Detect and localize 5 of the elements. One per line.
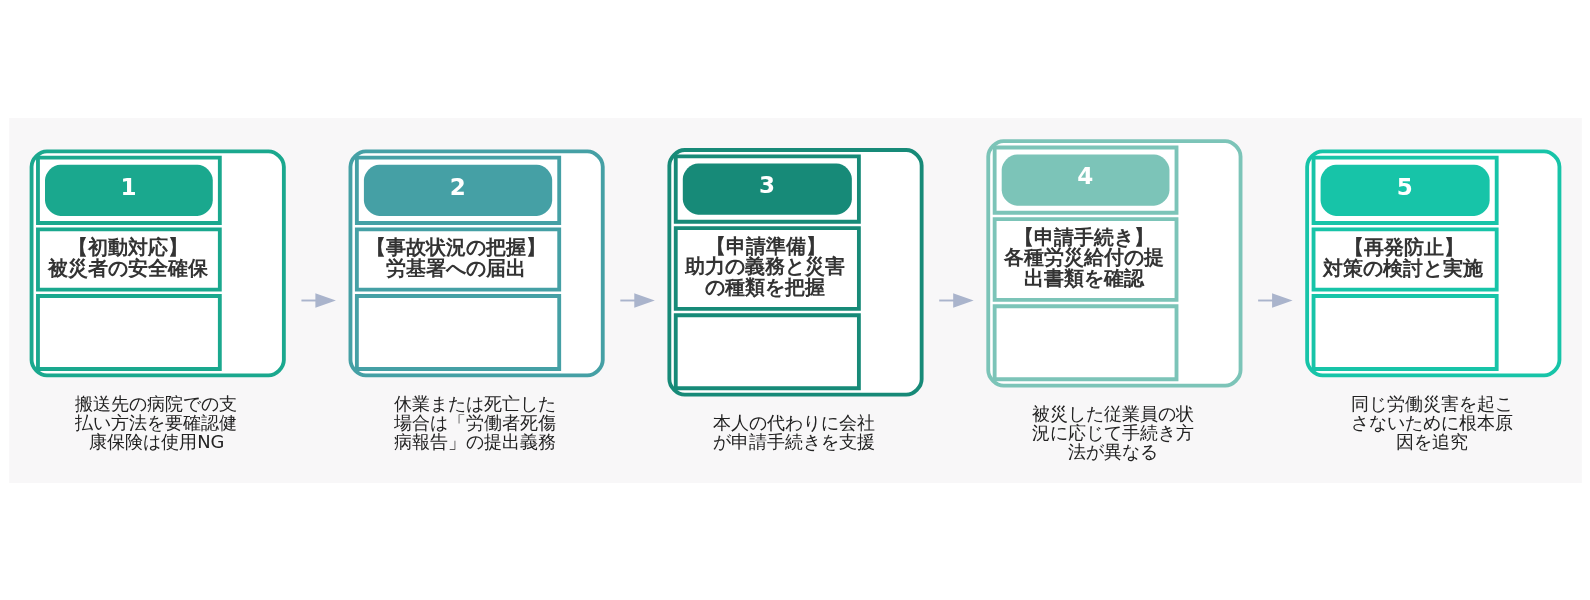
- node-label: 休業または死亡した場合は「労働者死傷病報告」の提出義務: [393, 392, 556, 452]
- node-label: 被災した従業員の状況に応じて手続き方法が異なる: [1031, 402, 1194, 462]
- node-label: 本人の代わりに会社が申請手続きを支援: [712, 411, 875, 452]
- node-label: 搬送先の病院での支払い方法を要確認健康保険は使用NG: [74, 392, 237, 452]
- node-label: 同じ労働災害を起こさないために根本原因を追究: [1350, 392, 1513, 452]
